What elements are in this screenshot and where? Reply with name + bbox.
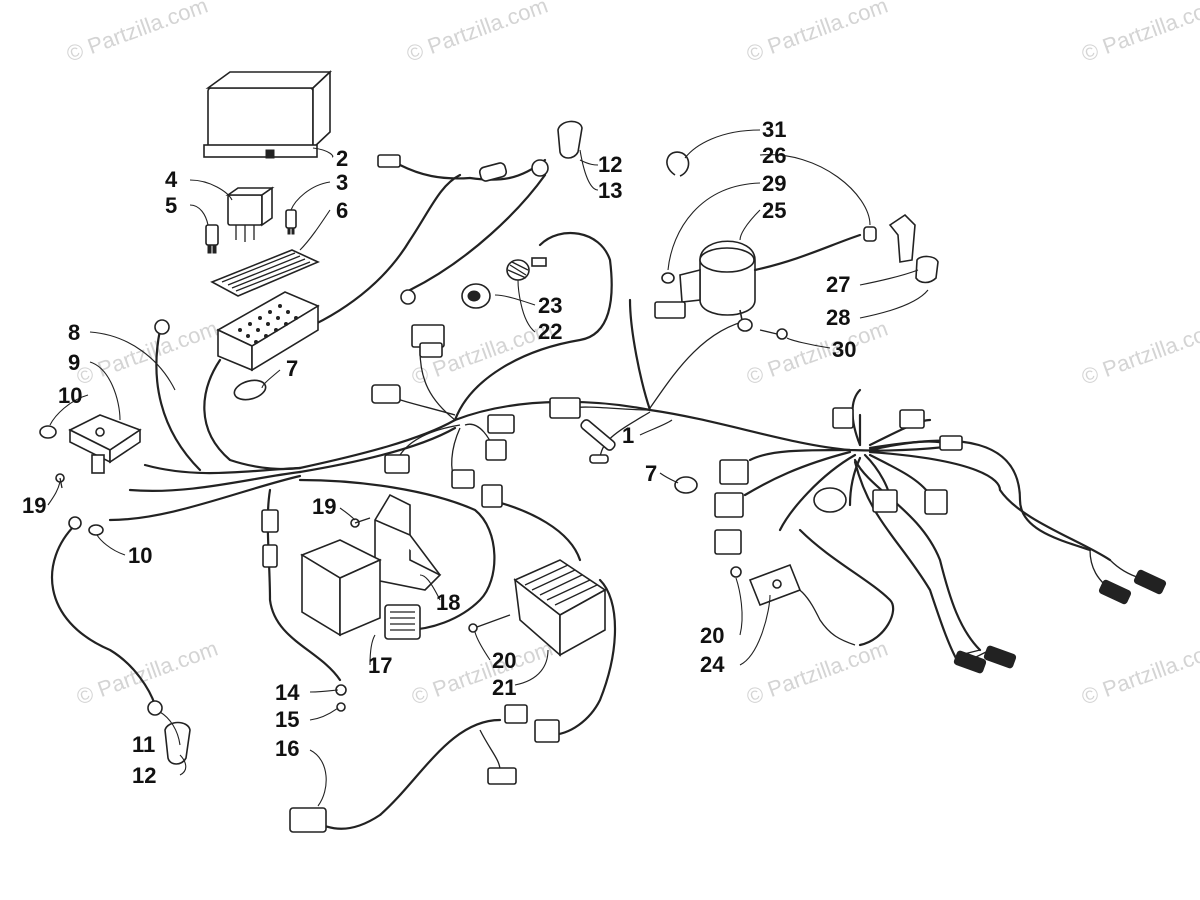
callout-label: 10 <box>58 383 82 408</box>
fuse-block <box>216 291 320 372</box>
callout-label: 23 <box>538 293 562 318</box>
leader-lines <box>47 129 929 807</box>
watermark: © Partzilla.com <box>743 636 891 710</box>
harness-wires <box>50 158 1112 830</box>
callout-label: 30 <box>832 337 856 362</box>
callout-label: 17 <box>368 653 392 678</box>
callout-label: 31 <box>762 117 786 142</box>
callout-label: 3 <box>336 170 348 195</box>
callout-label: 10 <box>128 543 152 568</box>
fuse-box-cover <box>203 70 333 159</box>
coil-screw <box>759 328 788 340</box>
callout-label: 5 <box>165 193 177 218</box>
callout-label: 22 <box>538 319 562 344</box>
callout-label: 2 <box>336 146 348 171</box>
cdi-bracket <box>374 493 442 591</box>
watermark: © Partzilla.com <box>1078 0 1200 67</box>
callout-label: 25 <box>762 198 786 223</box>
callout-label: 21 <box>492 675 516 700</box>
watermark: © Partzilla.com <box>743 316 891 390</box>
watermark: © Partzilla.com <box>73 636 221 710</box>
callout-label: 16 <box>275 736 299 761</box>
harness-connector <box>261 301 963 833</box>
watermark: © Partzilla.com <box>403 0 551 67</box>
nut <box>39 425 104 536</box>
callout-label: 15 <box>275 707 299 732</box>
ignition-coil <box>661 233 862 332</box>
callout-label: 6 <box>336 198 348 223</box>
callout-label: 19 <box>312 494 336 519</box>
starter-solenoid <box>68 414 142 474</box>
callout-label: 13 <box>598 178 622 203</box>
watermark: © Partzilla.com <box>743 0 891 67</box>
callout-label: 9 <box>68 350 80 375</box>
tail-light-sockets <box>953 549 1167 674</box>
callout-label: 12 <box>132 763 156 788</box>
callout-labels: 2 4 5 3 6 8 9 10 19 10 7 12 13 23 22 31 … <box>22 117 856 788</box>
watermark: © Partzilla.com <box>1078 636 1200 710</box>
watermark: © Partzilla.com <box>1078 316 1200 390</box>
indicator-lamp <box>461 257 547 309</box>
callout-label: 12 <box>598 152 622 177</box>
fuse-small <box>205 224 219 254</box>
callout-label: 4 <box>165 167 178 192</box>
switch-plate <box>730 563 802 607</box>
callout-label: 29 <box>762 171 786 196</box>
callout-label: 24 <box>700 652 725 677</box>
cdi-unit <box>300 539 421 640</box>
voltage-regulator <box>468 559 607 657</box>
spark-plug-cap <box>863 213 939 284</box>
cable-clamp <box>233 379 698 494</box>
callout-label: 26 <box>762 143 786 168</box>
hose-clip <box>666 151 690 177</box>
callout-label: 11 <box>132 732 155 757</box>
callout-label: 1 <box>622 423 634 448</box>
fuse-label-decal <box>210 249 320 297</box>
callout-label: 28 <box>826 305 850 330</box>
callout-label: 27 <box>826 272 850 297</box>
ring-terminal <box>68 159 549 716</box>
callout-label: 7 <box>645 461 657 486</box>
fuse <box>285 209 297 235</box>
watermark: © Partzilla.com <box>73 316 221 390</box>
inline-fuse-holder <box>377 154 508 182</box>
callout-label: 20 <box>700 623 724 648</box>
ground-terminal <box>335 684 347 712</box>
callout-label: 19 <box>22 493 46 518</box>
terminal-boot <box>164 120 583 765</box>
watermark: © Partzilla.com <box>63 0 211 67</box>
callout-label: 18 <box>436 590 460 615</box>
callout-label: 8 <box>68 320 80 345</box>
callout-label: 20 <box>492 648 516 673</box>
callout-label: 7 <box>286 356 298 381</box>
callout-label: 14 <box>275 680 300 705</box>
relay <box>225 186 275 242</box>
